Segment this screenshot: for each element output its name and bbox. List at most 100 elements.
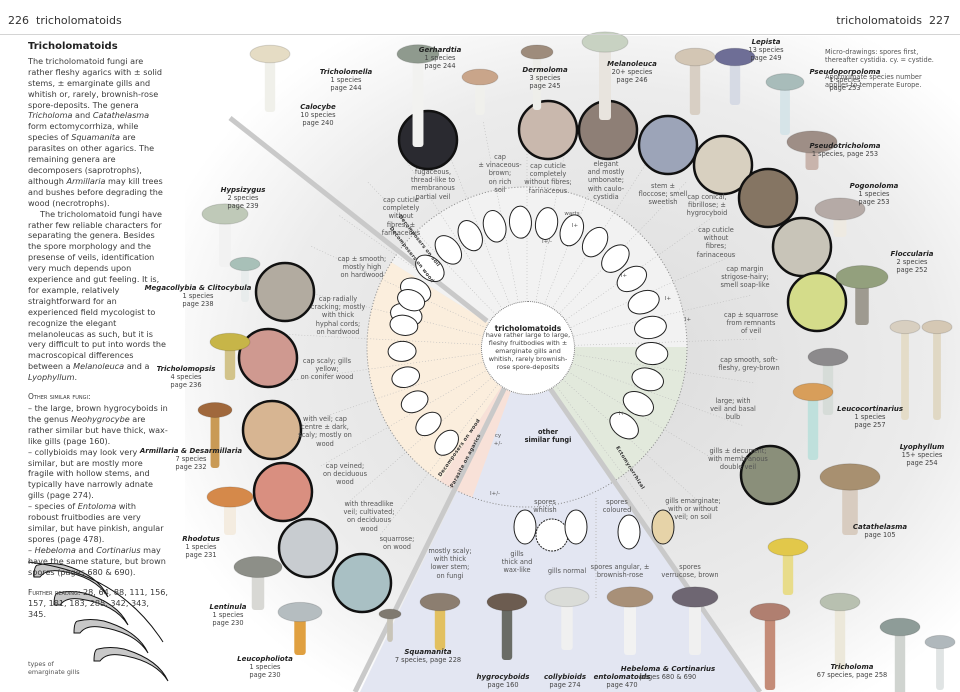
mushroom-stem: [936, 640, 944, 690]
genus-name: Lyophyllum: [899, 443, 945, 451]
wheel-descriptor: mostly scaly; with thick lower stem; on …: [428, 547, 472, 580]
spore-drawing: [397, 289, 426, 312]
intro-paragraph-2: The tricholomatoid fungi have rather few…: [28, 209, 168, 384]
mushroom-stem: [822, 355, 834, 415]
gill-diagram: [53, 591, 129, 626]
genus-info: 2 species: [227, 194, 259, 203]
mushroom-photo: [229, 256, 261, 272]
wheel-descriptor: cap ± vinaceous- brown; on rich soil: [478, 153, 522, 194]
mushroom-stem: [729, 55, 741, 105]
text-run: The tricholomatoid fungi are rather fles…: [28, 55, 163, 110]
genus-info: page 160: [487, 681, 519, 690]
mushroom-stem: [780, 80, 790, 135]
text-run: may kill trees and bushes before degradi…: [28, 175, 163, 208]
text-run: – the large, brown hygrocyboids in the g…: [28, 403, 168, 424]
spore-drawing: [457, 220, 483, 252]
genus-name: Tricholoma: [28, 110, 73, 121]
genus-info: 13 species: [748, 46, 784, 55]
mushroom-stem: [764, 610, 776, 690]
text-run: and: [75, 544, 97, 555]
detail-photo-circle: [771, 216, 833, 278]
mushroom-photo: [767, 537, 809, 557]
genus-info: page 238: [182, 300, 214, 309]
genus-info: page 470: [606, 681, 638, 690]
genus-name: Pseudoporpoloma: [809, 68, 881, 76]
spore-drawing: [601, 244, 630, 273]
genus-name: Pseudotricholoma: [809, 142, 881, 150]
mushroom-photo: [396, 44, 440, 64]
genus-info: 1 species: [854, 413, 886, 422]
wheel-descriptor: cap margin strigose-hairy; smell soap-li…: [720, 265, 770, 290]
mushroom-stem: [219, 212, 231, 267]
mushroom-stem: [807, 390, 819, 460]
detail-photo-circle: [331, 552, 393, 614]
genus-name: Cortinarius: [96, 544, 141, 555]
radial-divider: [294, 288, 481, 336]
genus-name: Gerhardtia: [418, 46, 462, 54]
mushroom-photo: [671, 586, 719, 608]
genus-info: 1 species, page 253: [811, 150, 879, 159]
mushroom-photo: [520, 44, 554, 60]
mushroom-stem: [901, 325, 909, 420]
detail-photo-circle: [397, 109, 459, 171]
further-reading: Further reading: 28, 64, 88, 111, 156, 1…: [28, 586, 168, 620]
divider-band: [546, 385, 763, 692]
genus-info: 7 species, page 228: [394, 656, 462, 665]
spore-drawing: [581, 226, 609, 258]
wheel-descriptor: cap ± squarrose from remnants of veil: [723, 311, 779, 336]
detail-photo-circle: [739, 444, 801, 506]
spore-drawing: [559, 214, 585, 247]
mushroom-photo: [765, 73, 805, 91]
spore-drawing: [617, 514, 641, 550]
genus-info: 2 species: [896, 258, 928, 267]
spore-drawing: [434, 235, 463, 265]
genus-info: 4 species: [170, 373, 202, 382]
mushroom-photo: [807, 347, 849, 367]
spore-mark: I+: [684, 317, 692, 323]
spores-verrucose-label: spores verrucose, brown: [661, 563, 719, 580]
genus-info: page 231: [185, 551, 217, 560]
radial-divider: [574, 338, 757, 346]
genus-info: 1 species: [829, 76, 861, 85]
mushroom-photo: [249, 44, 291, 64]
mushroom-photo: [277, 601, 323, 623]
genus-info: page 239: [227, 202, 259, 211]
radial-divider: [299, 362, 482, 426]
mushroom-photo: [197, 402, 233, 418]
wheel-descriptor: with threadlike veil; cultivated; on dec…: [343, 500, 395, 533]
genus-name: Hebeloma & Cortinarius: [620, 665, 716, 673]
genus-info: 20+ species: [611, 68, 653, 77]
genus-name: Tricholoma: [830, 663, 874, 671]
micro-drawings-note: Micro-drawings: spores first, thereafter…: [825, 48, 934, 90]
spores-whitish-label: spores whitish: [533, 498, 557, 515]
gills-normal-label: gills normal: [547, 567, 587, 575]
genus-info: 1 species: [858, 190, 890, 199]
genus-info: pages 680 & 690: [639, 673, 697, 682]
mushroom-stem: [561, 595, 573, 650]
genus-info: page 240: [302, 119, 334, 128]
mushroom-stem: [532, 50, 542, 110]
spore-mark: cy +/-: [493, 433, 503, 448]
divider-band: [352, 385, 508, 692]
genus-name: Megacollybia & Clitocybula: [144, 284, 252, 292]
mushroom-stem: [894, 625, 906, 692]
wheel-descriptor: elegant and mostly umbonate; with caulo-…: [587, 160, 625, 201]
text-run: with roboust fruitbodies are very simila…: [28, 501, 164, 544]
genus-name: Armillaria & Desarmillaria: [139, 447, 243, 455]
gill-diagram: [93, 647, 169, 682]
mushroom-photo: [924, 634, 956, 650]
wheel-descriptor: fugaceous, thread-like to membranous par…: [410, 168, 456, 201]
spore-drawing: [387, 340, 417, 362]
